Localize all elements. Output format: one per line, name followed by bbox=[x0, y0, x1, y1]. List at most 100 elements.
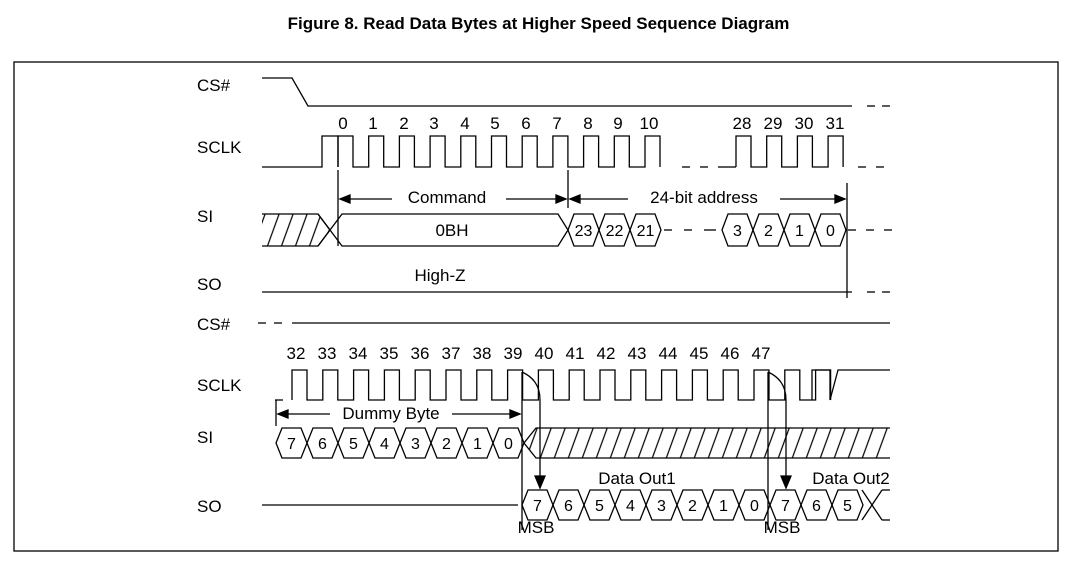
data-out-bit-label-10: 5 bbox=[843, 498, 852, 515]
data-out-bit-label-2: 5 bbox=[595, 498, 604, 515]
dummy-bit-label-1: 6 bbox=[318, 436, 327, 453]
data-out-bit-label-4: 3 bbox=[657, 498, 666, 515]
sclk-pulses-0-10 bbox=[337, 135, 661, 168]
data-out-bit-1: 6 bbox=[552, 489, 585, 521]
si-waveform-top bbox=[262, 213, 569, 247]
address-bit-low-3: 0 bbox=[814, 213, 847, 247]
clock-num-5: 5 bbox=[490, 114, 499, 133]
msb-label-2: MSB bbox=[764, 518, 801, 537]
address-bit-low-1: 2 bbox=[752, 213, 785, 247]
clock-num-41: 41 bbox=[566, 344, 585, 363]
sclk-lead-top bbox=[262, 135, 339, 168]
data-out-bit-label-9: 6 bbox=[812, 498, 821, 515]
clock-num-47: 47 bbox=[752, 344, 771, 363]
data-out-bit-2: 5 bbox=[583, 489, 616, 521]
address-bit-high-label-1: 22 bbox=[606, 223, 624, 240]
data-out-bit-10: 5 bbox=[831, 489, 864, 521]
boundary-lines-top bbox=[337, 170, 848, 298]
dummy-bit-label-5: 2 bbox=[442, 436, 451, 453]
clock-num-31: 31 bbox=[826, 114, 845, 133]
data-out-bit-9: 6 bbox=[800, 489, 833, 521]
clock-num-4: 4 bbox=[460, 114, 469, 133]
cs-label-top: CS# bbox=[197, 76, 231, 95]
clock-num-34: 34 bbox=[349, 344, 368, 363]
address-bit-high-2: 21 bbox=[629, 213, 662, 247]
address-bit-low-label-2: 1 bbox=[795, 223, 804, 240]
msb-label-1: MSB bbox=[518, 518, 555, 537]
si-label-top: SI bbox=[197, 207, 213, 226]
clock-num-29: 29 bbox=[764, 114, 783, 133]
so-label-top: SO bbox=[197, 275, 222, 294]
dummy-bit-5: 2 bbox=[430, 427, 463, 459]
diagram-frame bbox=[13, 61, 1059, 552]
command-span-arrow bbox=[338, 194, 568, 204]
data-out-bit-label-3: 4 bbox=[626, 498, 635, 515]
address-bit-low-label-3: 0 bbox=[826, 223, 835, 240]
address-bit-low-label-1: 2 bbox=[764, 223, 773, 240]
dummy-bit-label-6: 1 bbox=[473, 436, 482, 453]
address-bit-low-2: 1 bbox=[783, 213, 816, 247]
clock-num-38: 38 bbox=[473, 344, 492, 363]
address-bits-high: 23 22 21 bbox=[567, 213, 662, 247]
clock-num-0: 0 bbox=[338, 114, 347, 133]
clock-num-44: 44 bbox=[659, 344, 678, 363]
data-out-bit-3: 4 bbox=[614, 489, 647, 521]
clock-num-46: 46 bbox=[721, 344, 740, 363]
data-out-bit-0: 7 bbox=[521, 489, 554, 521]
address-bit-high-label-2: 21 bbox=[637, 223, 655, 240]
data-out-bit-7: 0 bbox=[738, 489, 771, 521]
address-bit-high-0: 23 bbox=[567, 213, 600, 247]
clock-num-1: 1 bbox=[368, 114, 377, 133]
sclk-label-bottom: SCLK bbox=[197, 376, 242, 395]
dummy-byte-span-arrow bbox=[275, 400, 522, 426]
clock-num-32: 32 bbox=[287, 344, 306, 363]
data-out-bit-8: 7 bbox=[769, 489, 802, 521]
si-label-bottom: SI bbox=[197, 428, 213, 447]
dummy-bit-label-0: 7 bbox=[287, 436, 296, 453]
clock-num-8: 8 bbox=[583, 114, 592, 133]
data-out-bit-label-8: 7 bbox=[781, 498, 790, 515]
clock-numbers-bottom: 32 33 34 35 36 37 38 39 40 41 42 43 44 4… bbox=[287, 344, 771, 363]
clock-num-30: 30 bbox=[795, 114, 814, 133]
clock-numbers-top: 0 1 2 3 4 5 6 7 8 9 10 28 29 30 31 bbox=[338, 114, 844, 133]
dummy-bit-1: 6 bbox=[306, 427, 339, 459]
so-waveform-bottom-tail bbox=[861, 489, 890, 521]
dummy-bit-4: 3 bbox=[399, 427, 432, 459]
data-out2-arrow bbox=[767, 371, 792, 530]
sclk-waveform-top bbox=[262, 135, 884, 168]
command-label: Command bbox=[408, 188, 486, 207]
clock-num-42: 42 bbox=[597, 344, 616, 363]
data-out-bit-label-7: 0 bbox=[750, 498, 759, 515]
clock-num-45: 45 bbox=[690, 344, 709, 363]
sclk-tail-bottom bbox=[811, 369, 890, 401]
clock-num-33: 33 bbox=[318, 344, 337, 363]
opcode-label: 0BH bbox=[435, 221, 468, 240]
address-bit-high-1: 22 bbox=[598, 213, 631, 247]
clock-num-3: 3 bbox=[429, 114, 438, 133]
si-waveform-bottom-hatch bbox=[523, 427, 890, 459]
clock-num-9: 9 bbox=[613, 114, 622, 133]
cs-waveform-top bbox=[262, 77, 890, 107]
dummy-bit-label-3: 4 bbox=[380, 436, 389, 453]
clock-num-36: 36 bbox=[411, 344, 430, 363]
clock-num-28: 28 bbox=[733, 114, 752, 133]
data-out-bit-4: 3 bbox=[645, 489, 678, 521]
sclk-waveform-bottom bbox=[275, 369, 890, 401]
high-z-label: High-Z bbox=[414, 266, 465, 285]
data-out-bit-5: 2 bbox=[676, 489, 709, 521]
dummy-bit-2: 5 bbox=[337, 427, 370, 459]
data-out1-label: Data Out1 bbox=[598, 469, 676, 488]
cs-label-bottom: CS# bbox=[197, 315, 231, 334]
data-out-bit-6: 1 bbox=[707, 489, 740, 521]
clock-num-37: 37 bbox=[442, 344, 461, 363]
dummy-bit-label-2: 5 bbox=[349, 436, 358, 453]
clock-num-2: 2 bbox=[399, 114, 408, 133]
clock-num-10: 10 bbox=[640, 114, 659, 133]
clock-num-35: 35 bbox=[380, 344, 399, 363]
dummy-bit-0: 7 bbox=[275, 427, 308, 459]
dummy-byte-label: Dummy Byte bbox=[342, 404, 439, 423]
